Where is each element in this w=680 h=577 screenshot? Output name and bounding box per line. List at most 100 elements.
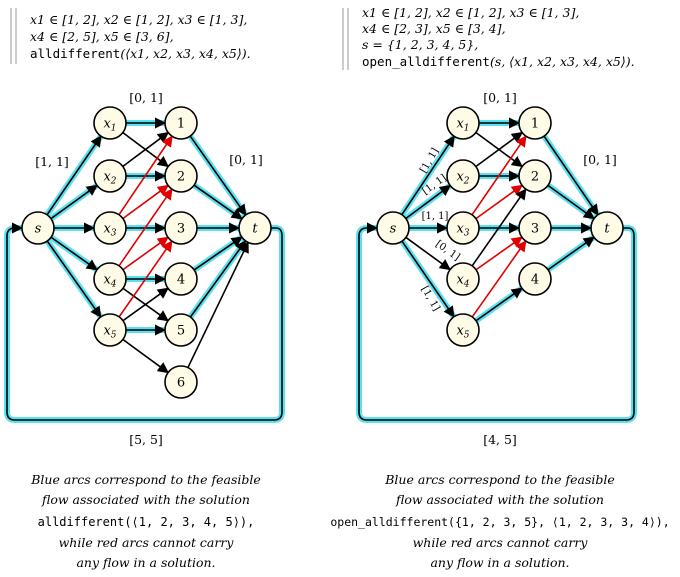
right-node-v1-circle <box>518 106 552 140</box>
left-arc-s-x4 <box>50 236 98 271</box>
left-node-s-label: s <box>35 222 42 237</box>
right-arc-x3-v1 <box>471 135 527 216</box>
left-node-v6-label: 6 <box>177 376 185 391</box>
right-node-x1-circle <box>446 106 480 140</box>
left-caption-line2: flow associated with the solution <box>41 492 250 507</box>
right-node-x4-label: x4 <box>456 273 469 290</box>
right-arc-v4-t <box>547 236 595 271</box>
right-arc-x5-v3 <box>471 240 527 318</box>
right-arc-x4-v3 <box>475 236 523 271</box>
right-node-v4: 4 <box>518 262 552 296</box>
right-arc-s-x2 <box>405 184 452 220</box>
left-node-x1-circle <box>93 106 127 140</box>
left-node-t-circle <box>238 211 272 245</box>
left-arc-x4-v3 <box>122 236 169 271</box>
left-label-bottom: [5, 5] <box>129 432 163 447</box>
left-node-x4-circle <box>93 262 127 296</box>
left-node-v3-circle <box>164 211 198 245</box>
right-node-v3-circle <box>518 211 552 245</box>
right-node-x5: x5 <box>446 313 480 347</box>
right-label-right: [0, 1] <box>583 152 617 167</box>
left-node-x3: x3 <box>93 211 127 245</box>
left-header: x1 ∈ [1, 2], x2 ∈ [1, 2], x3 ∈ [1, 3], x… <box>10 8 251 64</box>
right-node-s: s <box>376 211 410 245</box>
left-caption: Blue arcs correspond to the feasible flo… <box>30 472 261 570</box>
left-arc-v1-t <box>189 135 247 216</box>
right-node-x2-circle <box>446 159 480 193</box>
right-caption-line3: open_alldifferent({1, 2, 3, 5}, ⟨1, 2, 3… <box>330 515 669 529</box>
right-node-x5-circle <box>446 313 480 347</box>
left-node-v1-label: 1 <box>177 117 185 132</box>
right-arc-v1-t <box>543 135 599 216</box>
left-arcs <box>4 117 285 423</box>
left-arc-x2-v1 <box>122 131 170 168</box>
left-node-v2: 2 <box>164 159 198 193</box>
left-arc-v6-t <box>187 241 249 368</box>
left-node-v3-label: 3 <box>177 222 185 237</box>
left-constraint-args: (⟨x1, x2, x3, x4, x5⟩). <box>120 46 250 61</box>
left-caption-line4: while red arcs cannot carry <box>59 535 235 550</box>
right-caption-line1: Blue arcs correspond to the feasible <box>384 472 615 487</box>
right-loop-halo <box>356 225 637 423</box>
right-constraint-args: (s, ⟨x1, x2, x3, x4, x5⟩). <box>490 54 635 69</box>
right-arc-v2-t <box>547 184 595 220</box>
left-node-v2-label: 2 <box>177 170 185 185</box>
right-arc-x2-v1 <box>475 131 524 168</box>
left-header-line2: x4 ∈ [2, 5], x5 ∈ [3, 6], <box>30 29 174 44</box>
left-node-v1-circle <box>164 106 198 140</box>
right-node-t-label: t <box>604 222 610 237</box>
left-node-x5-circle <box>93 313 127 347</box>
right-node-v2-label: 2 <box>531 170 539 185</box>
right-header: x1 ∈ [1, 2], x2 ∈ [1, 2], x3 ∈ [1, 3], x… <box>342 5 635 70</box>
right-arc-s-x5 <box>401 240 455 318</box>
left-node-v6: 6 <box>164 365 198 399</box>
right-caption-line2: flow associated with the solution <box>395 492 604 507</box>
right-node-t-circle <box>590 211 624 245</box>
left-arc-s-x5 <box>46 240 102 318</box>
left-node-v4-label: 4 <box>177 273 185 288</box>
right-node-v3: 3 <box>518 211 552 245</box>
right-node-t: t <box>590 211 624 245</box>
left-node-t: t <box>238 211 272 245</box>
right-node-x3-circle <box>446 211 480 245</box>
left-node-x5: x5 <box>93 313 127 347</box>
left-arc-x3-v1 <box>118 135 173 216</box>
left-node-s: s <box>21 211 55 245</box>
right-node-v2: 2 <box>518 159 552 193</box>
left-label-top: [0, 1] <box>129 90 163 105</box>
right-node-x2: x2 <box>446 159 480 193</box>
right-label-arc3: [1, 1] <box>422 211 449 222</box>
right-label-bottom: [4, 5] <box>483 432 517 447</box>
left-node-x2: x2 <box>93 159 127 193</box>
left-node-x2-circle <box>93 159 127 193</box>
right-loop-arc <box>358 222 635 421</box>
left-arc-x5-v3 <box>118 240 173 318</box>
left-node-v4: 4 <box>164 262 198 296</box>
left-node-v2-circle <box>164 159 198 193</box>
left-node-x5-label: x5 <box>103 324 116 341</box>
left-node-x3-circle <box>93 211 127 245</box>
left-constraint-name: alldifferent <box>30 46 120 61</box>
left-header-line1: x1 ∈ [1, 2], x2 ∈ [1, 2], x3 ∈ [1, 3], <box>30 12 247 27</box>
right-caption-line4: while red arcs cannot carry <box>413 535 589 550</box>
left-caption-line3: alldifferent(⟨1, 2, 3, 4, 5⟩), <box>38 515 255 529</box>
left-node-v5: 5 <box>164 313 198 347</box>
left-node-x3-label: x3 <box>103 222 116 239</box>
left-label-right: [0, 1] <box>229 152 263 167</box>
right-arc-x3-v2 <box>475 184 523 220</box>
right-header-line4: open_alldifferent(s, ⟨x1, x2, x3, x4, x5… <box>362 54 635 69</box>
right-node-x4-circle <box>446 262 480 296</box>
right-node-v1-label: 1 <box>531 117 539 132</box>
right-arcs <box>356 117 637 423</box>
left-arc-v2-t <box>193 184 243 220</box>
right-node-v3-label: 3 <box>531 222 539 237</box>
right-node-s-label: s <box>390 222 397 237</box>
left-arc-s-x2 <box>50 184 98 220</box>
left-arc-x5-v6 <box>122 338 169 374</box>
left-label-left: [1, 1] <box>35 154 69 169</box>
left-edge-labels: [0, 1] [1, 1] [0, 1] [5, 5] <box>35 90 263 447</box>
left-node-v6-circle <box>164 365 198 399</box>
